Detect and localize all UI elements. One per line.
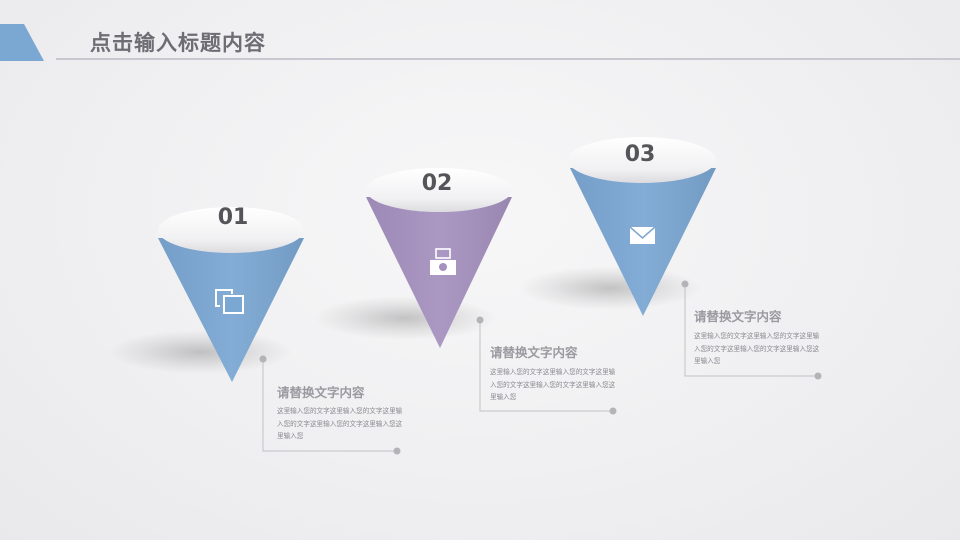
- page-title: 点击输入标题内容: [90, 31, 266, 55]
- cone-cap: [366, 168, 512, 212]
- connector-03: [681, 280, 822, 380]
- cone-03: [518, 137, 716, 316]
- cone-shadow: [518, 266, 702, 310]
- connector-01: [259, 355, 401, 455]
- step-number-03: 03: [624, 142, 656, 167]
- step-number-02: 02: [421, 171, 453, 196]
- camera-icon: [430, 248, 456, 275]
- connector-02: [476, 316, 617, 415]
- cone-shadow: [313, 296, 497, 340]
- cone-01: [108, 207, 304, 382]
- title-divider: [56, 58, 960, 60]
- cone-shadow: [108, 330, 292, 374]
- cone-02: [313, 168, 512, 348]
- corner-tab: [0, 24, 44, 61]
- step-number-01: 01: [217, 205, 249, 230]
- cone-cap: [158, 207, 304, 253]
- step-title-02: 请替换文字内容: [490, 345, 578, 360]
- photos-icon: [215, 289, 244, 314]
- step-body-01: 这里输入您的文字这里输入您的文字这里输入您的文字这里输入您的文字这里输入您这里输…: [277, 407, 403, 441]
- step-body-02: 这里输入您的文字这里输入您的文字这里输入您的文字这里输入您的文字这里输入您这里输…: [490, 368, 616, 402]
- step-title-03: 请替换文字内容: [694, 309, 782, 324]
- cone-cap: [568, 137, 716, 183]
- step-body-03: 这里输入您的文字这里输入您的文字这里输入您的文字这里输入您的文字这里输入您这里输…: [694, 332, 820, 366]
- step-title-01: 请替换文字内容: [277, 385, 365, 400]
- envelope-icon: [629, 226, 656, 244]
